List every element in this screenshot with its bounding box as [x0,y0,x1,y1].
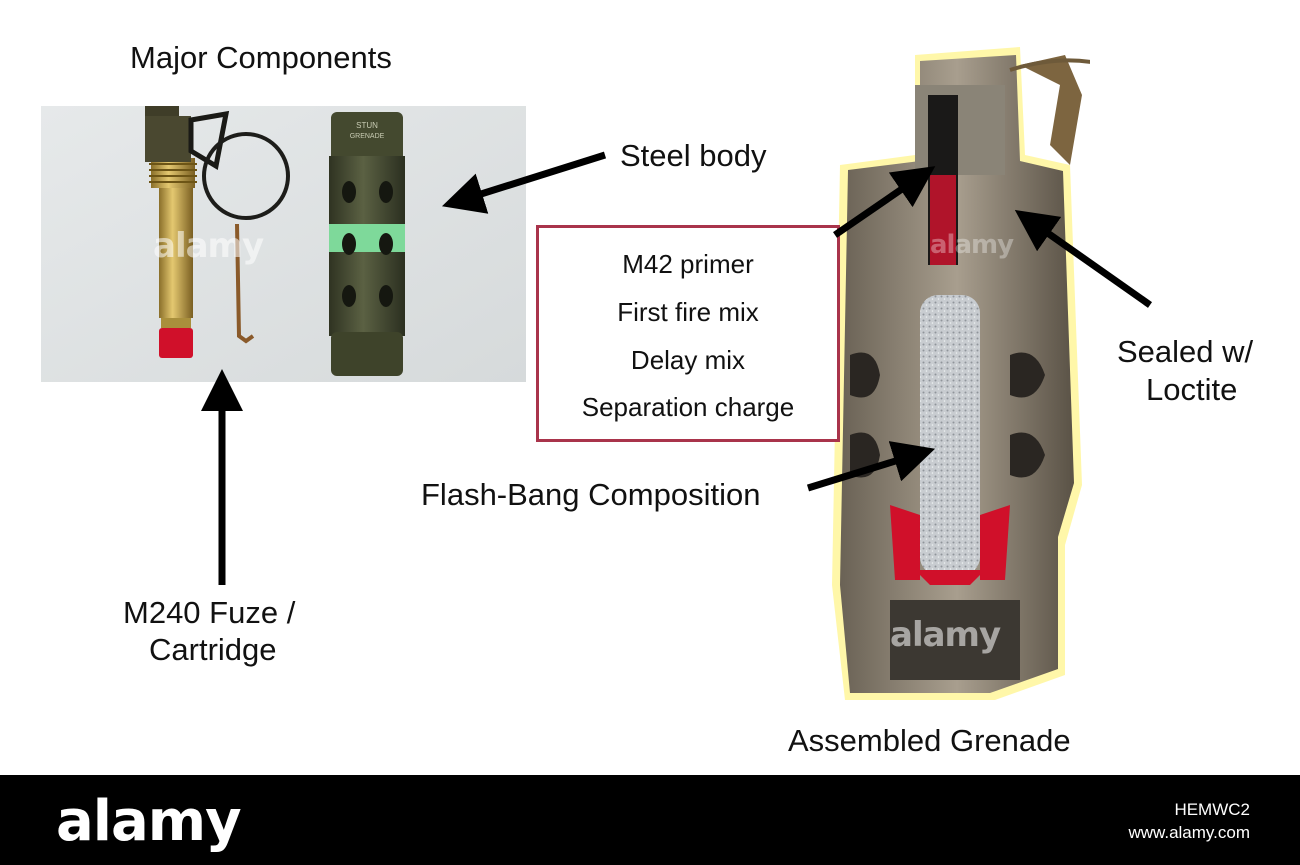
fuze-assembly [145,106,290,358]
label-assembled-grenade: Assembled Grenade [788,723,1071,758]
arrow-sealed [1014,209,1153,308]
body-stamp-line1: STUN [356,121,378,130]
callout-item-m42-primer: M42 primer [622,249,754,279]
arrow-steel-body [441,151,607,214]
callout-item-separation-charge: Separation charge [581,392,795,422]
components-photo-image: STUN GRENADE [41,106,526,382]
body-stamp-line2: GRENADE [350,133,385,140]
label-sealed-line2: Loctite [1146,372,1238,407]
footer-site: www.alamy.com [1128,822,1250,842]
photo-watermark: alamy [153,226,264,266]
callout-item-first-fire-mix: First fire mix [617,297,759,327]
label-fuze-line2: Cartridge [149,632,277,667]
callout-box-fuze-contents: M42 primer First fire mix Delay mix Sepa… [536,225,840,442]
grenade-watermark: alamy [890,615,1001,655]
grenade-watermark-upper: alamy [930,230,1014,260]
label-flash-bang-composition: Flash-Bang Composition [421,477,761,512]
footer-image-info: HEMWC2 www.alamy.com [1128,799,1250,845]
arrow-flash-bang [806,441,936,492]
callout-item-delay-mix: Delay mix [630,345,746,375]
label-fuze-line1: M240 Fuze / [123,595,296,630]
label-steel-body: Steel body [620,138,767,173]
footer-logo: alamy [56,789,242,854]
footer-bar: alamy HEMWC2 www.alamy.com [0,775,1300,865]
steel-body: STUN GRENADE [329,112,405,376]
title-major-components: Major Components [130,40,392,75]
footer-image-id: HEMWC2 [1174,800,1250,819]
arrow-callout-primer [833,166,936,238]
label-sealed-line1: Sealed w/ [1117,334,1254,369]
components-photo: STUN GRENADE alamy [41,106,526,382]
